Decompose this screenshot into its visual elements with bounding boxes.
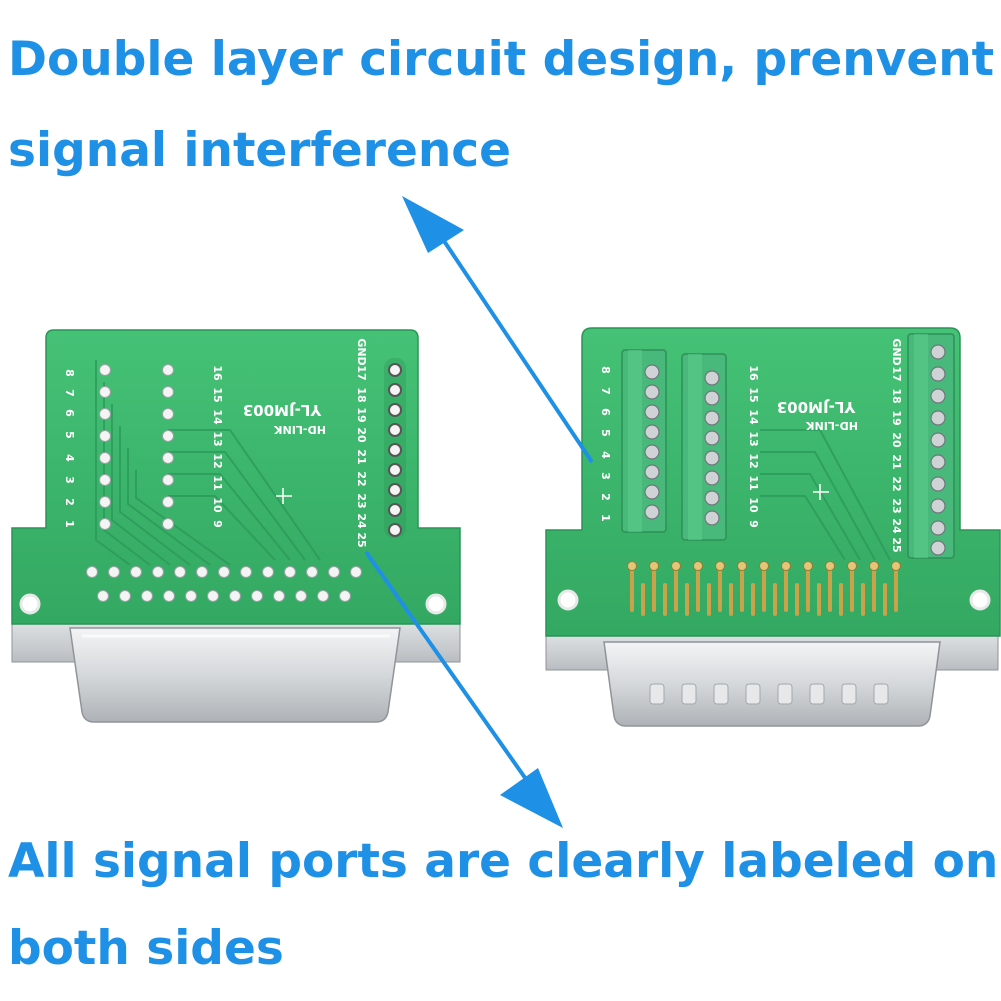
left-connector xyxy=(11,611,461,723)
caption-bottom-line-2: both sides xyxy=(8,921,284,976)
pin-label: 23 xyxy=(890,498,903,513)
terminal-block xyxy=(907,333,955,559)
pin-label: 16 xyxy=(211,365,224,381)
mounting-hole xyxy=(425,593,447,615)
pin-label: 1 xyxy=(599,514,612,522)
pin-label: 25 xyxy=(355,532,368,547)
pin-label: 23 xyxy=(355,493,368,508)
pin-label: 15 xyxy=(211,387,224,402)
pin-label: 19 xyxy=(890,410,903,425)
pin-label: 22 xyxy=(355,471,368,486)
pin-label: 13 xyxy=(747,431,760,446)
pin-label: 11 xyxy=(211,475,224,490)
pin-label: 6 xyxy=(599,408,612,416)
pin-label: 14 xyxy=(747,409,760,425)
pin-label: 6 xyxy=(63,409,76,417)
pin-label: 25 xyxy=(890,537,903,552)
brand-label: HD-LINK xyxy=(274,423,326,436)
pin-label: 21 xyxy=(355,449,368,464)
caption-bottom-line-1: All signal ports are clearly labeled on xyxy=(8,834,999,889)
gnd-label: GND xyxy=(355,338,368,365)
brand-label: HD-LINK xyxy=(806,419,858,432)
terminal-block xyxy=(681,353,727,541)
model-label: YL-JM003 xyxy=(777,398,856,416)
arrow-up xyxy=(402,196,594,464)
pin-label: 3 xyxy=(599,472,612,480)
right-pcb: 8 7 6 5 4 3 2 1 16 15 14 13 12 11 10 9 G… xyxy=(545,327,1001,637)
pin-label: 11 xyxy=(747,475,760,490)
pin-label: 4 xyxy=(599,451,612,459)
pin-label: 20 xyxy=(355,427,368,443)
pin-label: 2 xyxy=(63,498,76,506)
pin-label: 18 xyxy=(355,387,368,402)
terminal-block xyxy=(621,349,667,533)
pin-label: 20 xyxy=(890,432,903,448)
pin-label: 13 xyxy=(211,431,224,446)
right-connector xyxy=(545,624,999,727)
mounting-hole xyxy=(969,589,991,611)
pin-label: 18 xyxy=(890,388,903,403)
pin-label: 8 xyxy=(599,366,612,374)
caption-top-line-2: signal interference xyxy=(8,123,512,178)
pin-label: 16 xyxy=(747,365,760,381)
pin-label: 8 xyxy=(63,369,76,377)
pin-label: 15 xyxy=(747,387,760,402)
pin-label: 9 xyxy=(211,520,224,528)
mounting-hole xyxy=(19,593,41,615)
pin-label: 19 xyxy=(355,407,368,422)
pin-label: 4 xyxy=(63,454,76,462)
pin-label: 5 xyxy=(63,431,76,439)
pin-label: 5 xyxy=(599,429,612,437)
pin-label: 3 xyxy=(63,476,76,484)
pin-label: 17 xyxy=(355,365,368,380)
arrow-down xyxy=(364,550,563,828)
pin-label: 24 xyxy=(890,518,903,534)
pin-label: 10 xyxy=(211,497,224,513)
pin-label: 17 xyxy=(890,366,903,381)
pin-label: 22 xyxy=(890,476,903,491)
pin-label: 7 xyxy=(63,389,76,397)
caption-top-line-1: Double layer circuit design, prenvent xyxy=(8,32,995,87)
pin-label: 21 xyxy=(890,454,903,469)
model-label: YL-JM003 xyxy=(243,401,322,419)
gnd-label: GND xyxy=(890,338,903,365)
left-pcb: 8 7 6 5 4 3 2 1 16 15 14 13 12 11 10 9 G… xyxy=(11,329,461,625)
pin-label: 12 xyxy=(747,453,760,468)
pin-label: 1 xyxy=(63,520,76,528)
pin-label: 10 xyxy=(747,497,760,513)
pin-label: 24 xyxy=(355,513,368,529)
pin-label: 12 xyxy=(211,453,224,468)
pin-label: 2 xyxy=(599,493,612,501)
pin-label: 14 xyxy=(211,409,224,425)
pin-label: 7 xyxy=(599,387,612,395)
mounting-hole xyxy=(557,589,579,611)
pin-label: 9 xyxy=(747,520,760,528)
